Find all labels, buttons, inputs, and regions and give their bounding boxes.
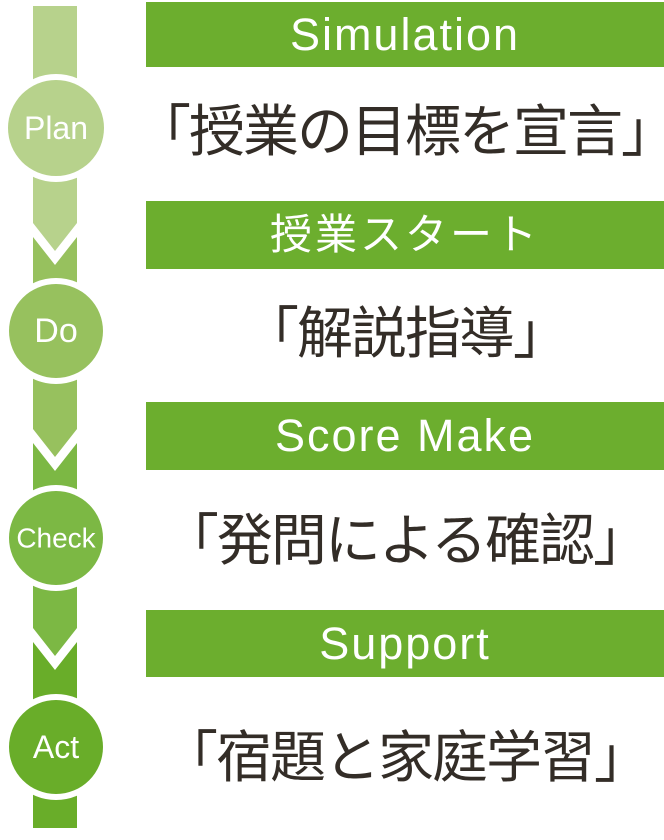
section-header-simulation: Simulation (146, 2, 664, 67)
plan-label: Plan (24, 110, 88, 146)
section-header-score-make: Score Make (146, 402, 664, 470)
do-label: Do (34, 312, 77, 350)
timeline-node-act: Act (3, 694, 109, 800)
section-body-check: 「発問による確認」 (162, 508, 649, 572)
check-circle (9, 491, 103, 585)
section-body-act: 「宿題と家庭学習」 (162, 725, 650, 789)
section-body-plan: 「授業の目標を宣言」 (135, 99, 664, 163)
section-header-lesson-start: 授業スタート (146, 201, 664, 269)
timeline-node-plan: Plan (2, 74, 110, 182)
timeline-node-do: Do (3, 278, 109, 384)
pdca-timeline: Plan Do Check Act (2, 2, 110, 832)
section-header-support: Support (146, 610, 664, 677)
act-circle (9, 700, 103, 794)
section-body-do: 「解説指導」 (243, 301, 569, 365)
timeline-node-check: Check (3, 485, 109, 591)
act-label: Act (33, 729, 79, 765)
do-circle (9, 284, 103, 378)
check-label: Check (16, 523, 96, 554)
plan-circle (8, 80, 104, 176)
